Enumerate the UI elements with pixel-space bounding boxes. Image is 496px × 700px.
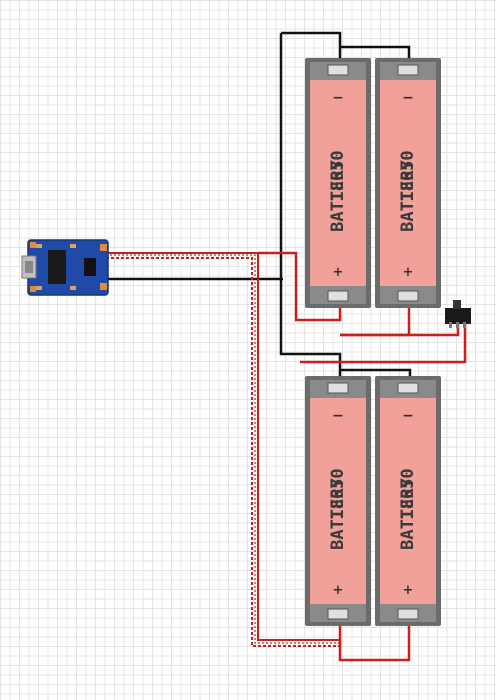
battery-minus-sign: − [402, 408, 414, 424]
battery-body [380, 398, 436, 604]
battery-minus-sign: − [402, 90, 414, 106]
battery-plus-sign: + [333, 265, 344, 280]
batteries: −+18650BATTERY−+18650BATTERY−+18650BATTE… [305, 58, 441, 626]
wire-positive-charger-out-3 [106, 254, 340, 644]
battery-label-line1: 18650 [398, 468, 418, 519]
battery-label-line1: 18650 [398, 150, 418, 201]
pad-icon [30, 286, 36, 292]
wire-positive-bottom [338, 618, 411, 662]
battery-label-line2: BATTERY [398, 477, 418, 549]
smd-component [70, 286, 76, 290]
battery-label-line2: BATTERY [328, 159, 348, 231]
battery-plus-sign: + [403, 583, 414, 598]
battery-label-line1: 18650 [328, 468, 348, 519]
wire-negative-trunk [279, 33, 342, 382]
battery-terminal-positive [397, 290, 419, 302]
wire-switch-out [300, 322, 467, 364]
wire-positive-to-switch [340, 322, 460, 337]
battery-label-line2: BATTERY [328, 477, 348, 549]
chip-small-icon [84, 258, 96, 276]
battery-terminal-positive [327, 290, 349, 302]
pad-icon [100, 244, 107, 251]
battery-terminal-negative [327, 382, 349, 394]
switch-body [445, 308, 471, 324]
battery-body [380, 80, 436, 286]
switch-knob [453, 300, 461, 309]
battery-terminal-positive [397, 608, 419, 620]
battery-plus-sign: + [403, 265, 414, 280]
battery-terminal-negative [397, 382, 419, 394]
battery-terminal-negative [327, 64, 349, 76]
battery-minus-sign: − [332, 90, 344, 106]
wire-positive-top [258, 251, 342, 322]
wire-negative-top [281, 31, 342, 66]
smd-component [36, 286, 42, 290]
charger-module [21, 239, 109, 296]
battery-terminal-negative [397, 64, 419, 76]
battery-terminal-positive [327, 608, 349, 620]
smd-component [70, 244, 76, 248]
pad-icon [30, 242, 36, 248]
chip-icon [48, 250, 66, 284]
battery-label-line2: BATTERY [398, 159, 418, 231]
wire-positive-charger-out-1 [106, 252, 340, 641]
battery-body [310, 80, 366, 286]
switch-pin [463, 322, 466, 328]
pad-icon [100, 283, 107, 290]
switch-pin [456, 322, 459, 328]
switch-pin [449, 322, 452, 328]
battery-minus-sign: − [332, 408, 344, 424]
slide-switch [445, 300, 471, 328]
battery-label-line1: 18650 [328, 150, 348, 201]
battery-plus-sign: + [333, 583, 344, 598]
smd-component [36, 244, 42, 248]
usb-port-inner [25, 261, 33, 273]
wire-positive-charger-out-2 [106, 257, 340, 647]
battery-body [310, 398, 366, 604]
